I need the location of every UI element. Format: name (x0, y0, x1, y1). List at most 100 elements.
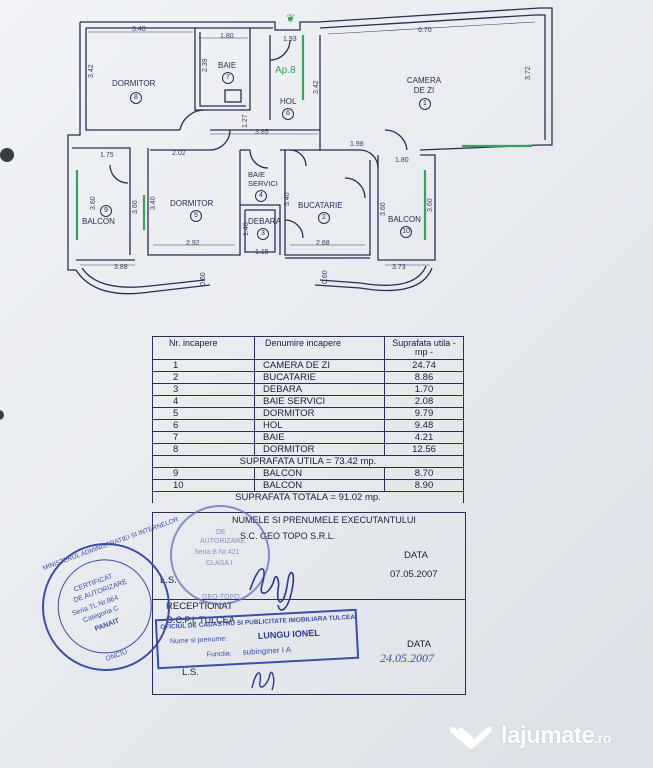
table-cell-area: 12.56 (384, 443, 464, 456)
room-label: DEBARA (248, 217, 281, 226)
dimension-label: 1.80 (395, 157, 409, 164)
apartment-label: Ap.8 (275, 65, 296, 76)
table-cell-name: BUCATARIE (254, 371, 385, 384)
dimension-label: 1.93 (283, 36, 297, 43)
table-cell-nr: 7 (152, 431, 255, 444)
room-label: BAIE SERVICI (248, 170, 278, 188)
receptie-date: 24.05.2007 (380, 651, 434, 665)
useful-total: SUPRAFATA UTILA = 73.42 mp. (152, 455, 464, 468)
table-cell-area: 8.70 (384, 467, 464, 480)
table-cell-nr: 10 (152, 479, 255, 492)
table-cell-nr: 5 (152, 407, 255, 420)
table-cell-nr: 3 (152, 383, 255, 396)
dimension-label: 1.46 (243, 222, 250, 236)
table-cell-name: BALCON (254, 479, 385, 492)
watermark-text: lajumate.ro (501, 722, 611, 749)
dimension-label: 3.60 (427, 198, 434, 212)
table-cell-name: BAIE SERVICI (254, 395, 385, 408)
executant-date-label: DATA (404, 550, 428, 561)
dimension-label: 3.42 (88, 64, 95, 78)
dimension-label: 3.40 (150, 196, 157, 210)
executant-company: S.C. GEO TOPO S.R.L. (240, 531, 336, 541)
room-number: 5 (190, 210, 202, 222)
receptie-title: RECEPTIONAT (166, 601, 233, 612)
room-label: CAMERA DE ZI (406, 76, 442, 95)
header-name: Denumire incapere (254, 336, 385, 360)
dimension-label: 1.80 (220, 33, 234, 40)
header-area: Suprafata utila - mp - (384, 336, 464, 360)
table-header: Nr. incapere Denumire incapere Suprafata… (152, 336, 464, 360)
table-cell-area: 2.08 (384, 395, 464, 408)
room-number: 8 (130, 92, 142, 104)
company-seal: DE AUTORIZARE Seria B Nr.421 CLASA I GEO… (170, 505, 270, 605)
dimension-label: 6.70 (418, 27, 432, 34)
dimension-label: 3.40 (284, 192, 291, 206)
table-cell-nr: 1 (152, 359, 255, 372)
receptie-office: O.C.P.I. TULCEA (166, 615, 235, 625)
executant-ls: L.S. (160, 575, 177, 586)
room-label: DORMITOR (112, 79, 156, 88)
receptie-ls: L.S. (182, 667, 199, 678)
dimension-label: 3.85 (255, 129, 269, 136)
dimension-label: 1.75 (100, 152, 114, 159)
table-cell-name: BALCON (254, 467, 385, 480)
dimension-label: 3.60 (90, 196, 97, 210)
table-cell-area: 1.70 (384, 383, 464, 396)
receptie-date-label: DATA (407, 639, 431, 650)
dimension-label: 1.15 (255, 249, 269, 256)
executant-signature (249, 567, 295, 611)
dimension-label: 3.42 (313, 80, 320, 94)
room-number: 10 (400, 226, 412, 238)
table-cell-area: 9.79 (384, 407, 464, 420)
dimension-label: 3.60 (380, 202, 387, 216)
table-cell-area: 8.86 (384, 371, 464, 384)
room-number: 7 (222, 72, 234, 84)
punch-hole (0, 148, 14, 162)
dimension-label: 3.60 (132, 200, 139, 214)
room-label: HOL (280, 97, 297, 106)
punch-hole (0, 410, 4, 420)
table-cell-nr: 9 (152, 467, 255, 480)
north-arrow-icon: ❦ (286, 13, 295, 25)
room-number: 3 (257, 228, 269, 240)
dimension-label: 2.02 (172, 150, 186, 157)
table-cell-area: 24.74 (384, 359, 464, 372)
table-cell-name: BAIE (254, 431, 385, 444)
area-table: Nr. incapere Denumire incapere Suprafata… (152, 336, 464, 503)
room-number: 2 (318, 212, 330, 224)
receptie-signature (251, 671, 275, 691)
dimension-label: 0.60 (322, 270, 329, 284)
table-cell-name: HOL (254, 419, 385, 432)
room-number: 6 (282, 108, 294, 120)
room-label: DORMITOR (170, 199, 214, 208)
header-nr: Nr. incapere (152, 336, 255, 360)
watermark: lajumate.ro (447, 722, 611, 750)
room-number: 9 (100, 205, 112, 217)
room-number: 4 (255, 190, 267, 202)
grand-total: SUPRAFATA TOTALA = 91.02 mp. (152, 491, 464, 503)
dimension-label: 2.39 (202, 58, 209, 72)
table-cell-name: CAMERA DE ZI (254, 359, 385, 372)
room-label: BALCON (388, 215, 421, 224)
table-cell-area: 8.90 (384, 479, 464, 492)
executant-date: 07.05.2007 (390, 569, 438, 580)
room-label: BALCON (82, 217, 115, 226)
table-cell-area: 4.21 (384, 431, 464, 444)
executant-title: NUMELE SI PRENUMELE EXECUTANTULUI (232, 515, 416, 525)
dimension-label: 1.27 (242, 114, 249, 128)
receptie-box (152, 598, 466, 695)
executant-box (152, 512, 466, 600)
dimension-label: 3.40 (132, 26, 146, 33)
floor-plan: ❦ (67, 7, 553, 295)
heart-logo-icon (450, 727, 492, 749)
